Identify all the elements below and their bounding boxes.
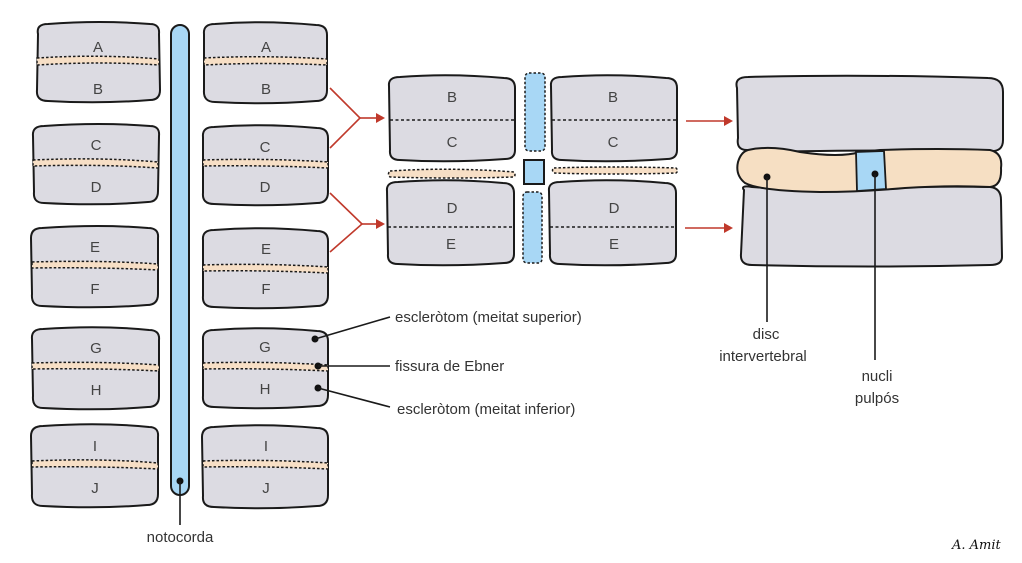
segment-label: D [91,179,102,196]
ebner-fissure-band [551,166,679,175]
segment-label: I [93,438,97,455]
right-block-3: E F [201,227,329,310]
left-block-1: A B [35,21,162,104]
ebner-fissure-band [31,361,160,372]
segment-label: E [446,236,456,253]
segment-label: H [91,382,102,399]
final-structure [735,74,1004,360]
reseg-block-lower-left: D E [385,179,515,267]
notochord-remnant-upper [524,72,546,152]
ebner-fissure-band [387,168,516,179]
segment-label: B [261,81,271,98]
resegmented-group: B C B C D E D E [385,72,679,267]
reseg-block-lower-right: D E [547,179,677,267]
segment-label: A [93,39,103,56]
reseg-block-upper-left: B C [387,74,516,163]
segment-label: D [609,200,620,217]
left-column: A B C D E F G H I J [29,21,162,509]
ebner-fissure-band [36,55,160,66]
segment-label: C [447,134,458,151]
segment-label: D [447,200,458,217]
label-disc-line1: disc [753,326,780,343]
segment-label: I [264,438,268,455]
converge-arrow-upper [329,87,385,149]
label-nucleus-line1: nucli [862,368,893,385]
segment-label: J [91,480,99,497]
notochord-remnant-lower [522,191,543,264]
segment-label: D [260,179,271,196]
right-block-5: I J [200,424,329,510]
final-arrow-lower [685,223,733,233]
segment-label: A [261,39,271,56]
right-block-4: G H [201,327,329,410]
converge-arrow-lower [329,192,385,253]
segment-label: C [608,134,619,151]
right-column: A B C D E F G H I J [200,21,329,510]
ebner-fissure-band [31,459,159,470]
notochord [170,24,190,496]
reseg-block-upper-right: B C [549,74,678,163]
left-block-3: E F [29,225,160,309]
segment-label: B [447,89,457,106]
vertebra-lower [739,185,1004,268]
arrowhead-icon [376,219,385,229]
nucleus-pulposus [855,150,887,192]
segment-label: G [90,340,102,357]
final-arrow-upper [686,116,733,126]
sclerotome-upper-leader [314,316,391,340]
right-block-2: C D [201,124,329,207]
ebner-fissure-band [203,55,328,66]
sclerotome-lower-leader [317,387,391,408]
label-notochord: notocorda [147,529,214,546]
ebner-fissure-band [32,158,159,169]
label-disc-line2: intervertebral [719,348,807,365]
label-sclerotome-upper: escleròtom (meitat superior) [395,309,582,326]
arrowhead-icon [724,223,733,233]
right-block-1: A B [202,21,328,105]
ebner-fissure-band [202,459,329,470]
segment-label: H [260,381,271,398]
ebner-fissure-band [202,263,329,274]
left-block-5: I J [29,423,160,509]
label-nucleus-line2: pulpós [855,390,899,407]
segment-label: B [608,89,618,106]
segment-label: F [261,281,270,298]
notochord-segment [523,159,545,185]
sclerotome-leaders [311,316,391,408]
segment-label: E [90,239,100,256]
ebner-fissure-band [202,361,329,372]
left-block-4: G H [30,326,161,411]
arrowhead-icon [376,113,385,123]
segment-label: C [91,137,102,154]
segment-label: C [260,139,271,156]
segment-label: J [262,480,270,497]
ebner-fissure-band [202,158,329,169]
segment-label: E [609,236,619,253]
author-signature: A. Amit [951,538,1002,553]
arrowhead-icon [724,116,733,126]
segment-label: F [90,281,99,298]
label-ebner-fissure: fissura de Ebner [395,358,504,375]
segment-label: B [93,81,103,98]
ebner-fissure-band [31,260,159,271]
segment-label: G [259,339,271,356]
vertebra-upper [735,74,1004,153]
left-block-2: C D [31,123,161,206]
label-sclerotome-lower: escleròtom (meitat inferior) [397,401,575,418]
segment-label: E [261,241,271,258]
